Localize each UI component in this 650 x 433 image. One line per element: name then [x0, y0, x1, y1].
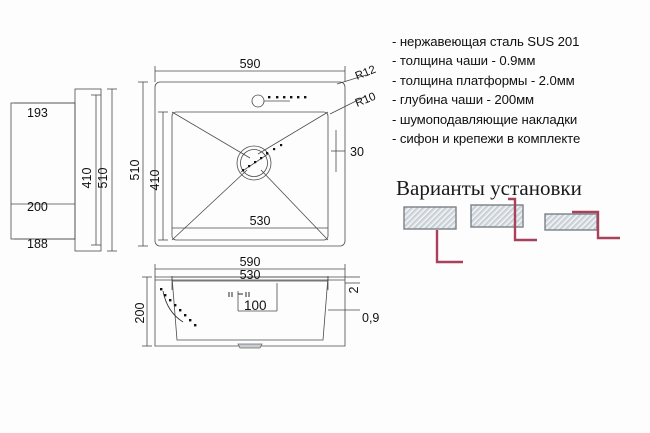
variants-group: [403, 197, 620, 264]
top-view-inner-rect: [171, 111, 329, 241]
faucet-dotted-leader: [268, 96, 307, 99]
front-view-dotted-leader: [160, 288, 197, 327]
variant-1: [403, 206, 463, 264]
variants-title: Варианты установки: [396, 176, 582, 200]
label-top-590: 590: [240, 57, 261, 71]
label-front-200: 200: [133, 303, 147, 324]
label-front-100: 100: [244, 298, 267, 313]
dimension-labels: 193 200 188 410 510 590 510 410 530 30 R…: [27, 57, 379, 325]
label-top-30: 30: [350, 145, 364, 159]
label-front-590: 590: [240, 255, 261, 269]
spec-item-siphon-kit: - сифон и крепежи в комплекте: [392, 131, 581, 147]
faucet-hole: [251, 94, 265, 108]
label-top-410: 410: [148, 170, 162, 191]
variant-2: [470, 197, 537, 242]
top-view-outer-rect: [154, 81, 346, 247]
spec-item-platform-thickness: - толщина платформы - 2.0мм: [392, 72, 575, 88]
label-r10: R10: [354, 91, 378, 110]
side-view-platform: [74, 88, 102, 252]
front-view-bowl: [171, 276, 329, 341]
label-side-200: 200: [27, 200, 48, 214]
label-top-530: 530: [250, 214, 271, 228]
front-view-group: [142, 264, 360, 349]
label-side-193: 193: [27, 106, 48, 120]
label-side-188: 188: [27, 237, 48, 251]
label-side-510: 510: [96, 168, 110, 189]
spec-item-material: - нержавеющая сталь SUS 201: [392, 34, 580, 49]
bowl-slope-bl: [171, 169, 248, 241]
side-view-group: [10, 88, 117, 252]
specifications-list: - нержавеющая сталь SUS 201 - толщина ча…: [392, 32, 648, 148]
front-view-drain: [237, 343, 263, 349]
label-top-510: 510: [128, 160, 142, 181]
drain-outer-ring: [236, 145, 272, 181]
bowl-slope-br: [260, 169, 329, 241]
top-view-group: [138, 66, 367, 247]
side-view-body: [10, 102, 76, 240]
dim-100-ticks: [228, 292, 250, 297]
variant-3: [544, 210, 620, 240]
bowl-slope-tr: [257, 111, 329, 155]
bowl-slope-tl: [171, 111, 251, 159]
leader-r12: [336, 74, 367, 85]
label-side-410: 410: [80, 168, 94, 189]
spec-item-bowl-depth: - глубина чаши - 200мм: [392, 92, 535, 108]
drain-inner-ring: [240, 149, 268, 177]
label-front-2: 2: [347, 286, 361, 293]
front-view-arc: [162, 290, 184, 323]
drain-dotted-leader: [242, 144, 283, 171]
label-front-09: 0,9: [362, 311, 379, 325]
spec-item-bowl-thickness: - толщина чаши - 0.9мм: [392, 53, 536, 69]
spec-item-sound-pads: - шумоподавляющие накладки: [392, 111, 578, 127]
label-front-530: 530: [240, 268, 261, 282]
leader-r10: [329, 95, 367, 115]
label-r12: R12: [354, 64, 378, 83]
